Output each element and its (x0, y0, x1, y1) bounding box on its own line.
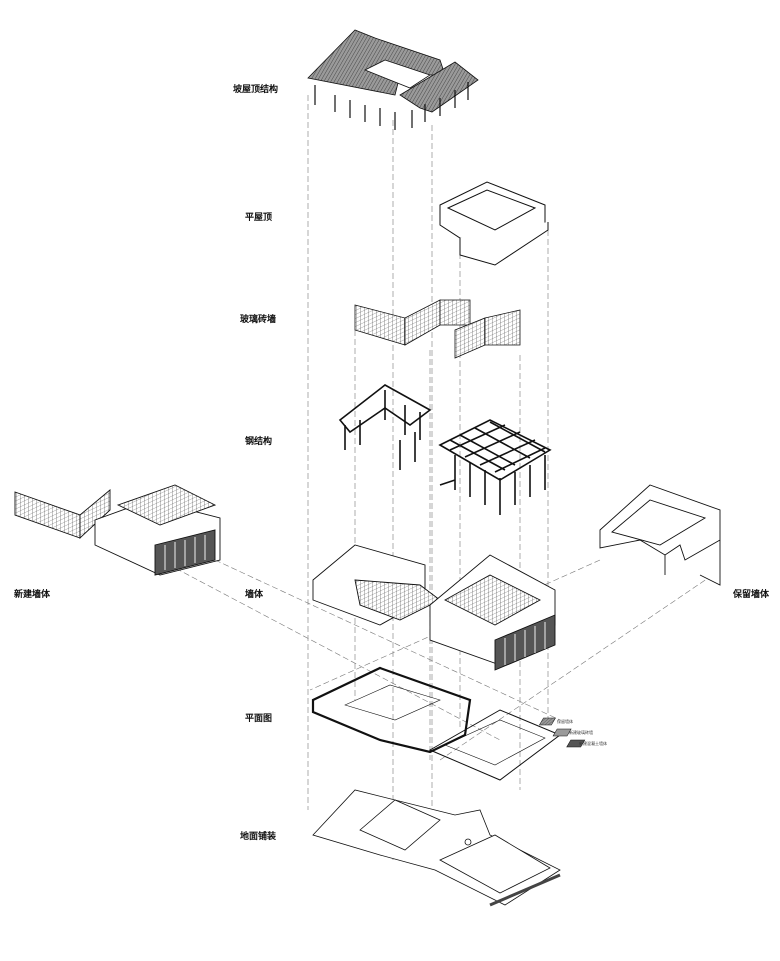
walls (312, 544, 556, 671)
label-new-wall: 新建墙体 (14, 590, 51, 600)
label-floor-plan: 平面图 (245, 714, 273, 724)
flat-roof (439, 181, 549, 266)
retained-wall (599, 484, 721, 586)
label-flat-roof: 平屋顶 (245, 213, 273, 223)
label-pitched-roof: 坡屋顶结构 (233, 85, 279, 95)
label-ground-paving: 地面铺装 (240, 832, 277, 842)
label-retained-wall: 保留墙体 (733, 590, 770, 600)
floor-plan (311, 666, 561, 781)
legend-item: 保留墙体 (557, 719, 573, 724)
steel-structure (338, 384, 552, 515)
ground-paving (312, 789, 561, 907)
new-wall (14, 484, 221, 576)
pitched-roof-structure (307, 29, 479, 130)
label-wall: 墙体 (245, 590, 264, 600)
floor-plan-legend (538, 717, 586, 748)
glass-brick-wall (354, 299, 521, 359)
label-steel-structure: 钢结构 (245, 437, 273, 447)
legend-item: 新建玻璃砖墙 (569, 730, 593, 735)
label-glass-brick-wall: 玻璃砖墙 (240, 315, 277, 325)
legend-item: 新建混凝土墙体 (579, 741, 607, 746)
